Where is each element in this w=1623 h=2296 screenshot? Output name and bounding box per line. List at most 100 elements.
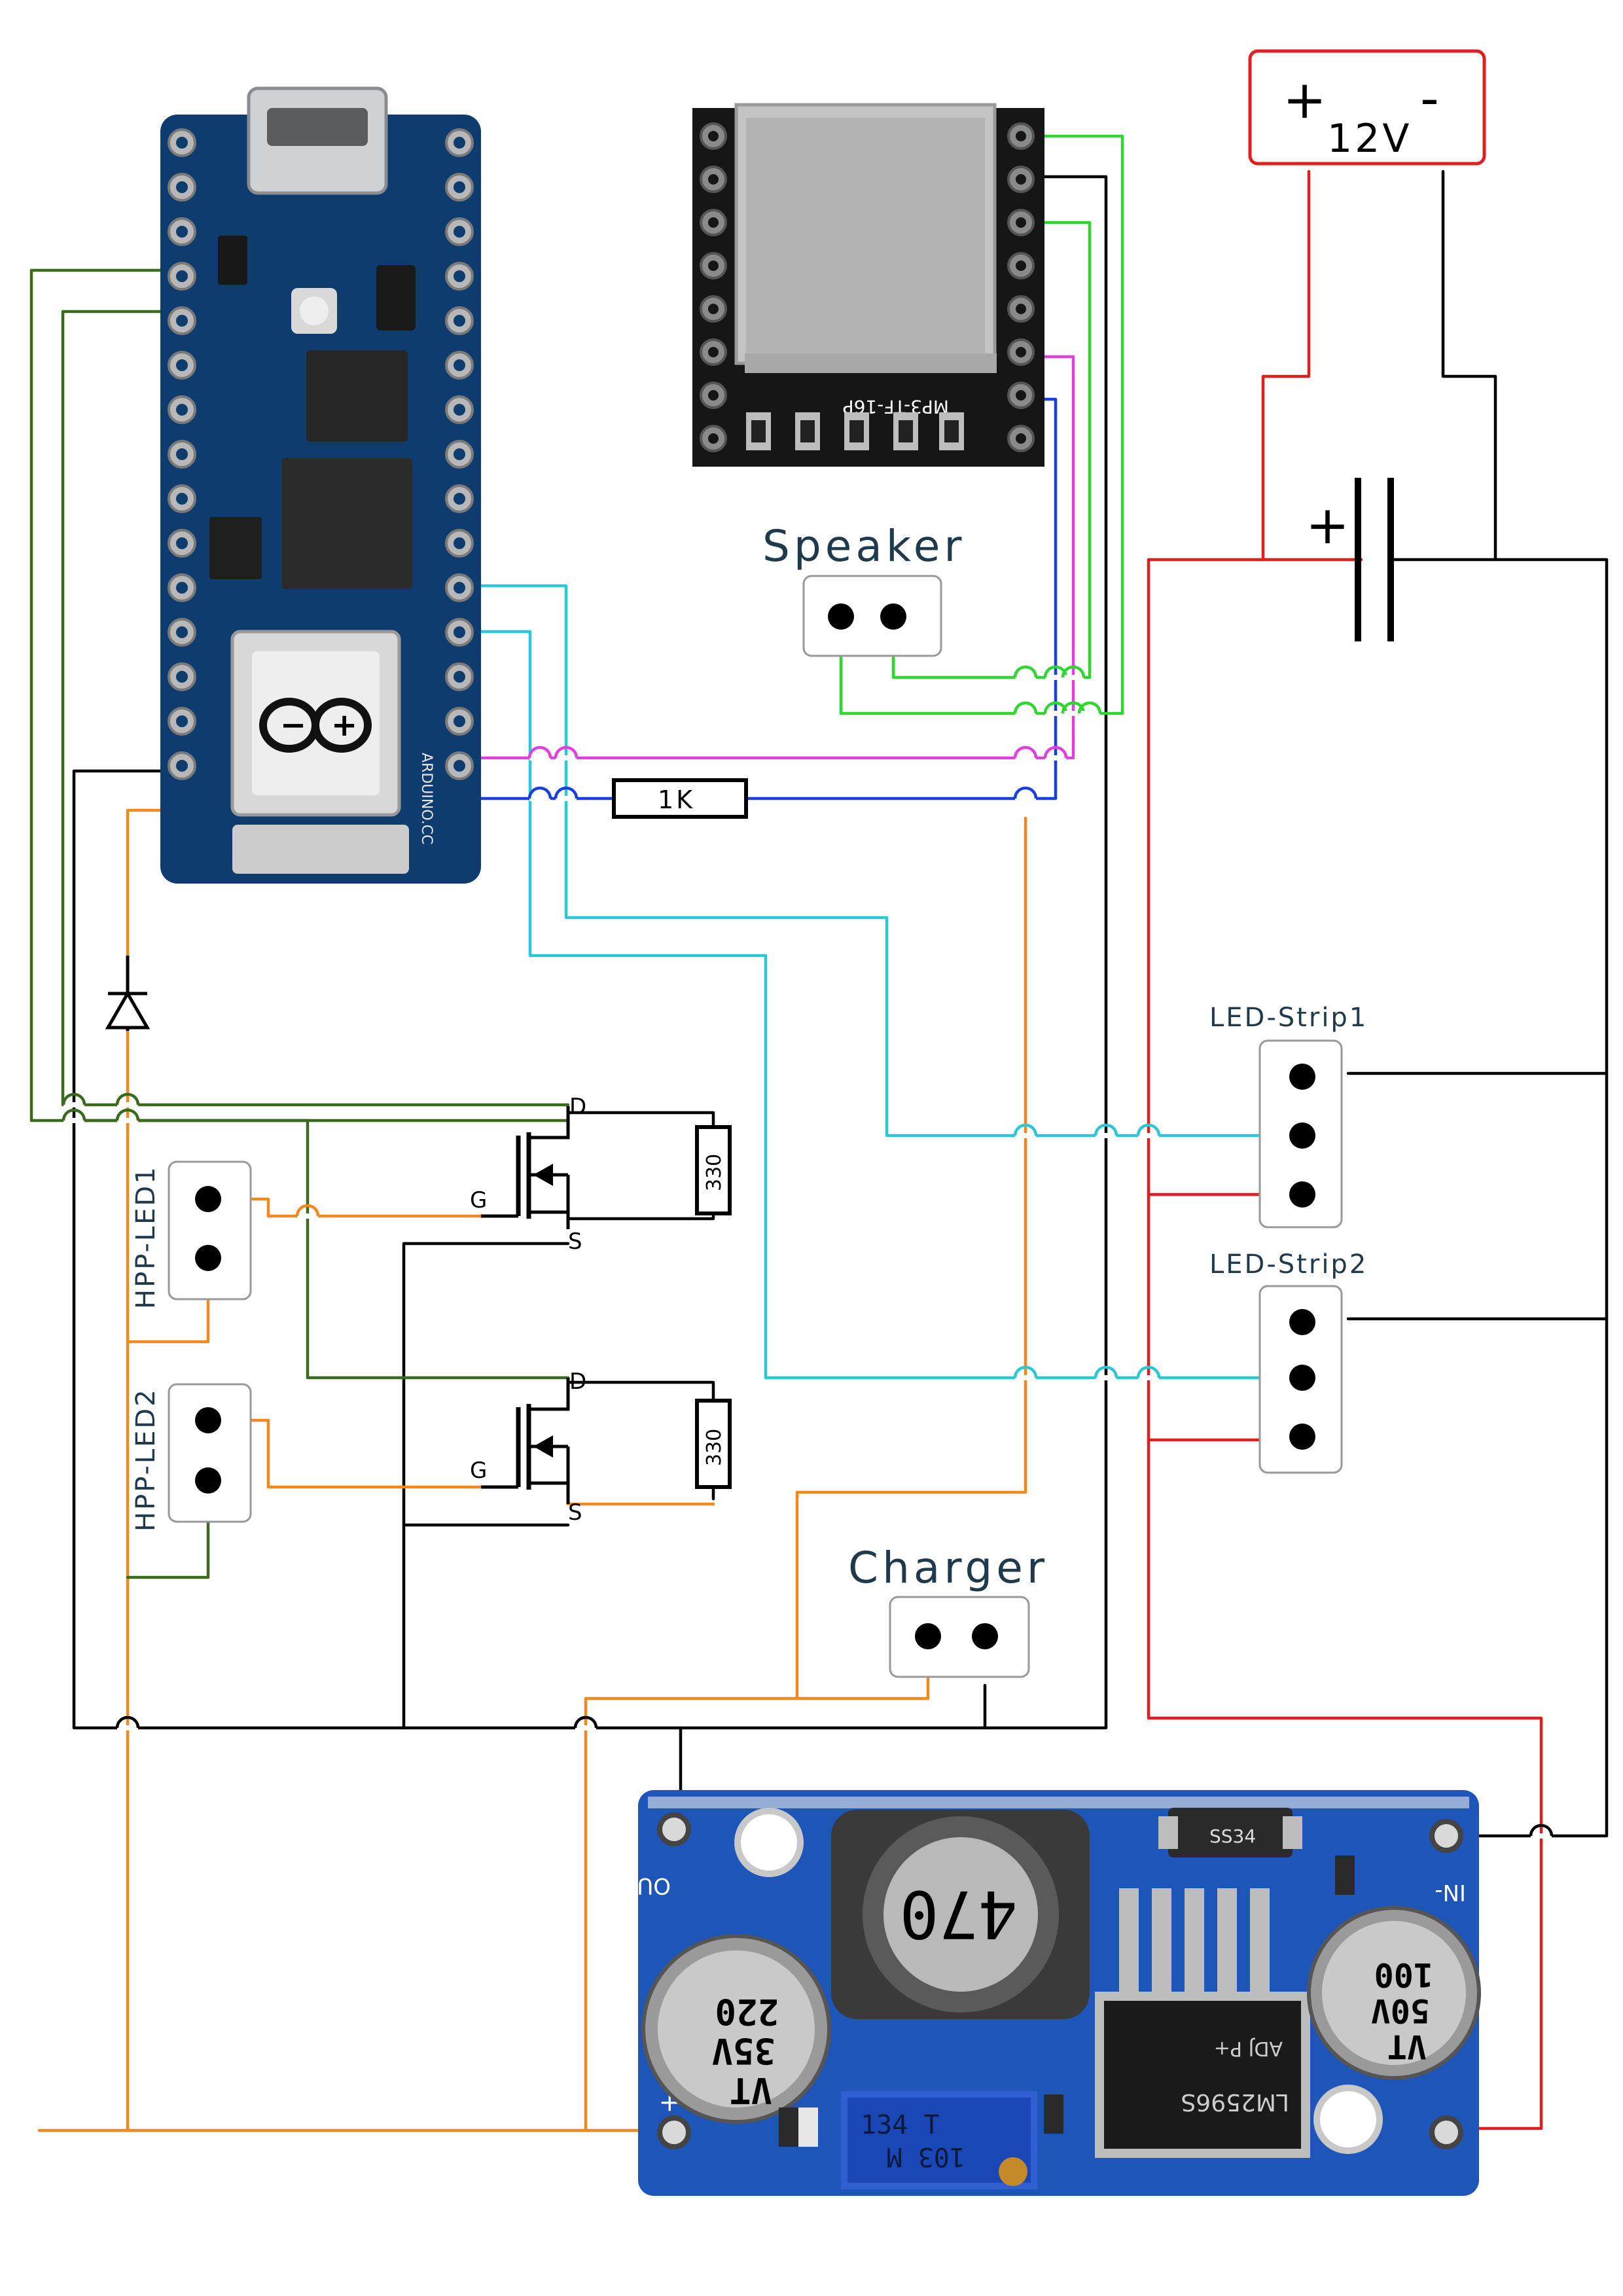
hop-gap bbox=[1063, 711, 1084, 716]
charger-label: Charger bbox=[848, 1543, 1048, 1593]
capacitor-symbol: + bbox=[1306, 478, 1394, 641]
power-plus-label: + bbox=[1283, 69, 1327, 130]
mp3-module: MP3-TF-16P bbox=[692, 103, 1044, 467]
arduino-header-hole bbox=[176, 226, 188, 238]
mosfet2-source-label: S bbox=[568, 1499, 582, 1526]
charger-connector: Charger bbox=[848, 1543, 1048, 1678]
hop-arc bbox=[1529, 1823, 1554, 1837]
mp3-smd-body bbox=[751, 420, 766, 442]
hop-arc bbox=[1013, 1123, 1038, 1136]
hpp-led2-pin-2 bbox=[195, 1467, 221, 1494]
arduino-logo-minus: − bbox=[280, 707, 306, 744]
power-source-12v: + 12V - bbox=[1248, 49, 1486, 166]
hpp-led1-connector: HPP-LED1 bbox=[131, 1160, 252, 1309]
mp3-pin-rows bbox=[700, 122, 1035, 452]
wire-orange-vin bbox=[126, 808, 673, 2132]
mp3-header-hole bbox=[708, 174, 719, 185]
mp3-smd-body bbox=[944, 420, 959, 442]
mp3-smd-parts bbox=[746, 412, 964, 450]
buck-cap-right-line2: 50V bbox=[1371, 1992, 1430, 2030]
speaker-pin-1 bbox=[828, 603, 854, 630]
hop-arc bbox=[115, 1092, 140, 1105]
mp3-smd-body bbox=[800, 420, 815, 442]
mp3-header-hole bbox=[1016, 390, 1026, 401]
hop-gap bbox=[117, 1725, 138, 1731]
wire-magenta-tx bbox=[463, 355, 1075, 760]
mp3-header-hole bbox=[1016, 304, 1026, 314]
led-strip2-pin-data bbox=[1289, 1365, 1315, 1391]
arduino-header-hole bbox=[454, 760, 465, 772]
arduino-header-hole bbox=[176, 359, 188, 371]
hpp-led1-label: HPP-LED1 bbox=[131, 1165, 161, 1309]
buck-cap-right-line3: VT bbox=[1387, 2028, 1427, 2066]
hop-gap bbox=[1079, 711, 1100, 716]
hop-gap bbox=[556, 796, 577, 801]
diode-symbol bbox=[105, 956, 151, 1031]
mosfet2-drain-label: D bbox=[569, 1369, 586, 1395]
buck-pot-line1: 134 T bbox=[861, 2110, 939, 2140]
arduino-side-text: ARDUINO.CC bbox=[418, 753, 435, 844]
arduino-header-hole bbox=[176, 448, 188, 460]
wire-black-mosfet1-drain bbox=[566, 1111, 715, 1221]
arduino-header-hole bbox=[176, 315, 188, 327]
mosfet1-drain-label: D bbox=[569, 1094, 586, 1120]
mp3-header-hole bbox=[708, 304, 719, 314]
arduino-header-hole bbox=[176, 493, 188, 505]
mp3-header-hole bbox=[1016, 217, 1026, 228]
wires bbox=[29, 134, 1609, 2132]
buck-ic-line1: LM2596S bbox=[1181, 2089, 1289, 2115]
buck-out-minus-label: OUT- bbox=[617, 1873, 671, 1899]
wire-crossover-hops bbox=[62, 665, 1554, 1839]
hop-arc bbox=[1077, 701, 1102, 714]
resistor-330-1-label: 330 bbox=[703, 1154, 726, 1191]
arduino-logo-plus: + bbox=[331, 707, 357, 744]
arduino-header-hole bbox=[176, 404, 188, 416]
hop-gap bbox=[1045, 711, 1066, 716]
hop-arc bbox=[1061, 665, 1086, 678]
hop-arc bbox=[1136, 1123, 1161, 1136]
arduino-header-hole bbox=[176, 760, 188, 772]
buck-in-minus-label: IN- bbox=[1435, 1879, 1466, 1905]
hop-arc bbox=[1043, 665, 1068, 678]
arduino-header-hole bbox=[454, 226, 465, 238]
resistor-330-2: 330 bbox=[695, 1399, 732, 1489]
wire-black-mosfet-sources bbox=[402, 1242, 570, 1730]
hop-gap bbox=[1063, 675, 1084, 680]
hop-gap bbox=[117, 1102, 138, 1107]
arduino-header-hole bbox=[176, 626, 188, 638]
arduino-header-hole bbox=[454, 137, 465, 149]
mp3-header-hole bbox=[708, 433, 719, 444]
led-strip1-pin-vcc bbox=[1289, 1181, 1315, 1208]
arduino-header-hole bbox=[454, 715, 465, 727]
mp3-header-hole bbox=[708, 347, 719, 357]
hpp-led1-pin-1 bbox=[195, 1186, 221, 1212]
arduino-header-hole bbox=[176, 137, 188, 149]
hop-arc bbox=[115, 1108, 140, 1121]
hop-arc bbox=[62, 1092, 86, 1105]
power-voltage-label: 12V bbox=[1327, 116, 1412, 162]
arduino-header-hole bbox=[454, 270, 465, 282]
arduino-nano-board: − + ARDUINO.CC bbox=[160, 86, 481, 884]
mp3-header-hole bbox=[1016, 347, 1026, 357]
arduino-header-hole bbox=[454, 626, 465, 638]
hop-gap bbox=[1096, 1133, 1116, 1138]
buck-pin-in-plus bbox=[1429, 2115, 1463, 2149]
speaker-label: Speaker bbox=[762, 521, 965, 571]
mosfet1-source-label: S bbox=[568, 1229, 582, 1255]
wire-cyan-strip2-data bbox=[463, 630, 1304, 1380]
mp3-header-hole bbox=[1016, 131, 1026, 141]
arduino-header-hole bbox=[454, 448, 465, 460]
arduino-header-hole bbox=[454, 315, 465, 327]
hop-gap bbox=[63, 1118, 84, 1123]
hop-gap bbox=[529, 755, 550, 761]
hop-gap bbox=[117, 1118, 138, 1123]
buck-pin-in-minus bbox=[1429, 1819, 1463, 1853]
arduino-header-hole bbox=[454, 582, 465, 594]
hop-gap bbox=[529, 796, 550, 801]
hop-arc bbox=[527, 745, 552, 759]
hop-gap bbox=[1045, 675, 1066, 680]
hop-gap bbox=[575, 1725, 596, 1731]
hop-arc bbox=[1013, 786, 1038, 799]
wire-green-spk1 bbox=[839, 134, 1124, 715]
